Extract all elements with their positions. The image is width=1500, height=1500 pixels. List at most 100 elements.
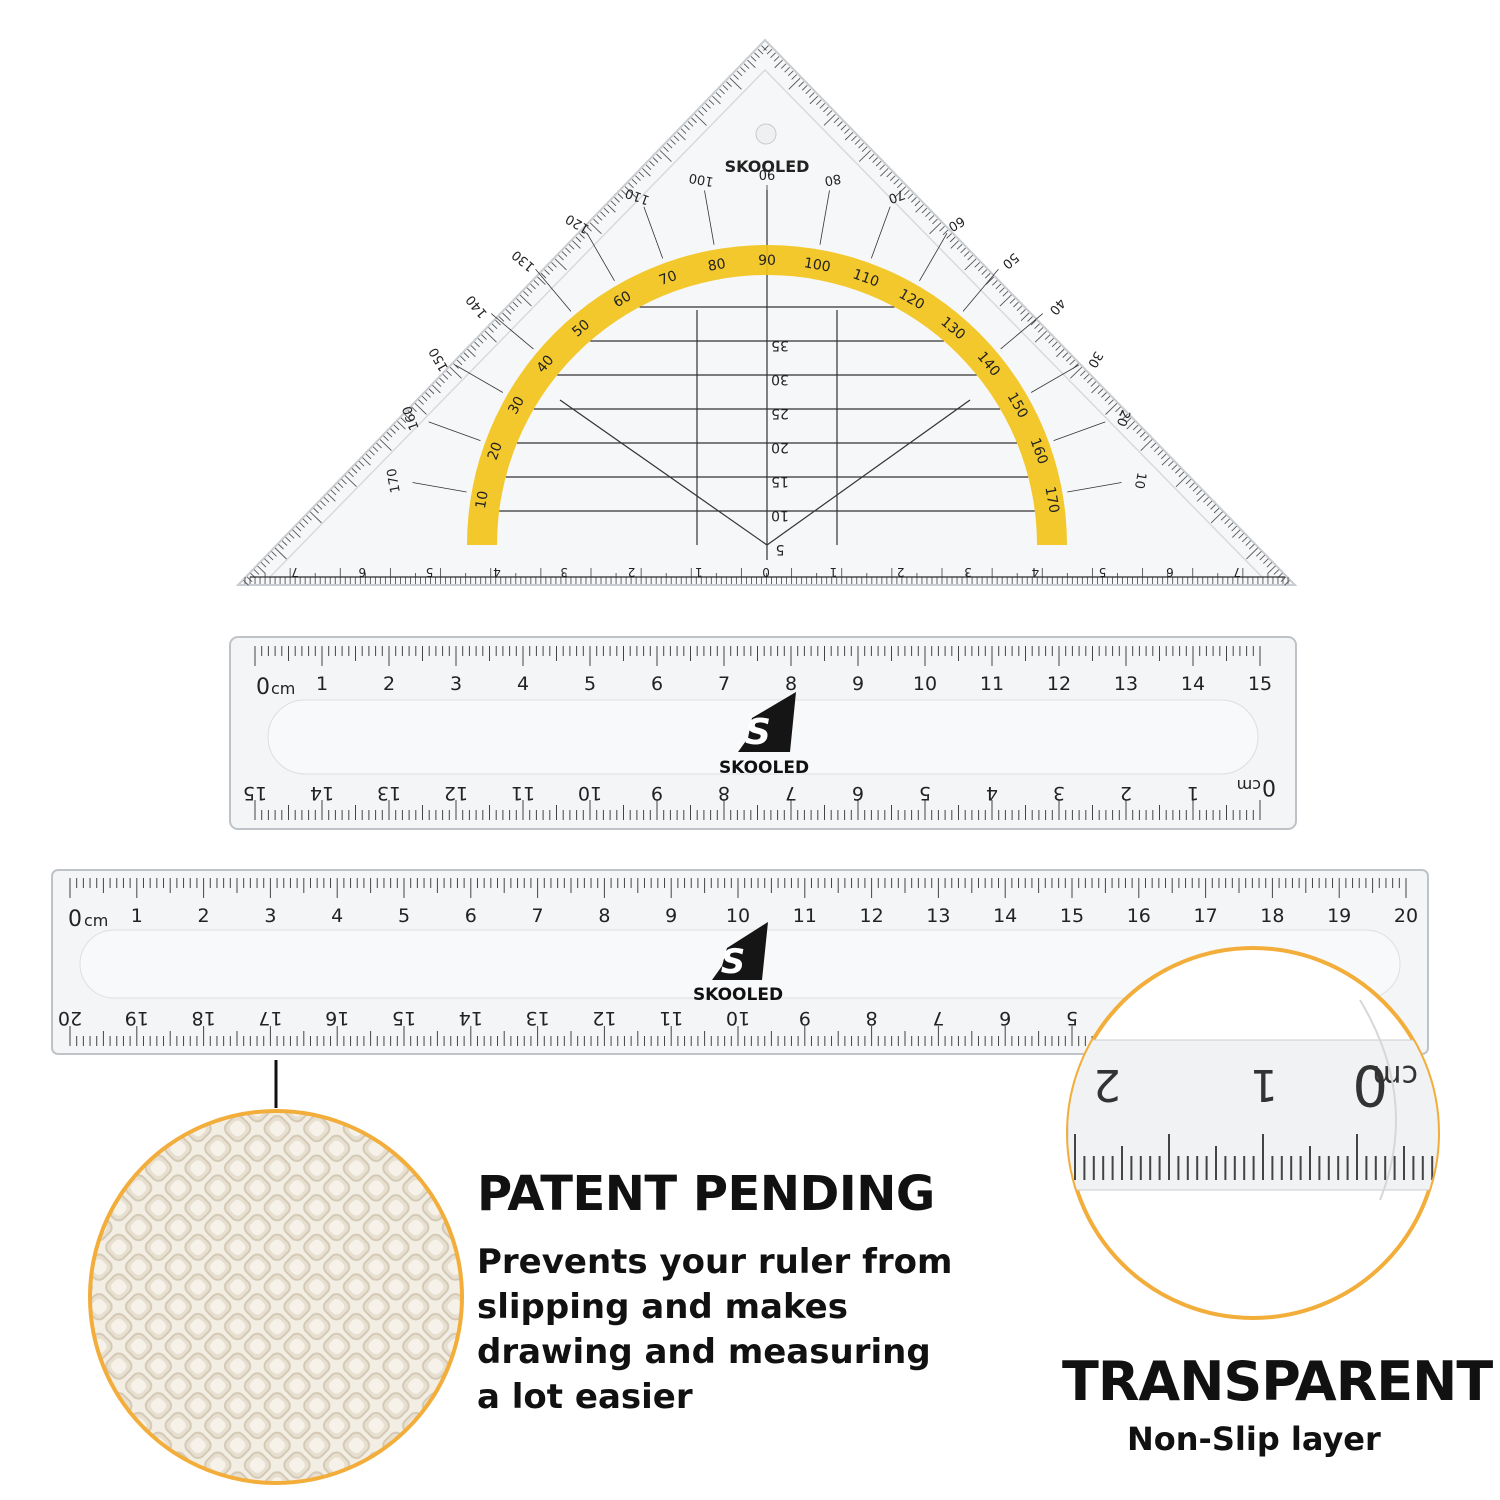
edge-tick — [460, 356, 466, 362]
ruler-number: 3 — [450, 673, 462, 695]
edge-tick — [558, 254, 564, 261]
edge-tick — [1210, 511, 1223, 524]
transparent-title: TRANSPARENT — [1062, 1350, 1493, 1413]
edge-tick — [894, 186, 907, 199]
base-label: 4 — [493, 565, 501, 579]
edge-tick — [624, 186, 637, 198]
edge-tick — [505, 309, 512, 315]
edge-tick — [281, 540, 288, 546]
svg-text:0: 0 — [1352, 1052, 1388, 1117]
edge-tick — [701, 106, 708, 113]
height-label: 30 — [771, 371, 789, 387]
ruler-number: 7 — [785, 782, 797, 804]
edge-tick — [344, 475, 357, 488]
ruler-number: 6 — [852, 782, 864, 804]
edge-tick — [977, 265, 984, 272]
ruler-number: 20 — [1394, 905, 1418, 927]
edge-tick — [1167, 460, 1174, 467]
edge-tick — [397, 421, 406, 430]
grid-line — [766, 399, 971, 546]
ruler-number: 10 — [726, 905, 750, 927]
edge-tick — [1266, 561, 1273, 568]
edge-tick — [677, 132, 686, 141]
edge-tick — [981, 269, 988, 275]
edge-tick — [1091, 384, 1100, 394]
ruler-15-zero-bottom: 0 cm — [1237, 774, 1276, 799]
edge-tick — [949, 236, 956, 243]
edge-tick — [656, 153, 662, 160]
edge-tick — [1034, 323, 1040, 330]
degree-line — [428, 421, 481, 442]
edge-tick — [1140, 439, 1153, 451]
ruler-number: 3 — [264, 905, 276, 927]
ruler-number: 1 — [131, 905, 143, 927]
protractor-label: 30 — [505, 394, 528, 417]
edge-tick — [1143, 435, 1149, 442]
ruler-number: 1 — [1187, 782, 1199, 804]
edge-tick — [1083, 374, 1090, 380]
edge-tick — [463, 352, 470, 358]
edge-tick — [628, 182, 634, 189]
patent-line: slipping and makes — [477, 1287, 848, 1327]
edge-tick — [334, 486, 340, 492]
degree-line — [586, 233, 615, 282]
ruler-number: 13 — [1114, 673, 1138, 695]
edge-tick — [1273, 569, 1280, 575]
base-label: 1 — [695, 565, 703, 579]
ruler-number: 19 — [1327, 905, 1351, 927]
degree-label: 170 — [385, 467, 404, 494]
ruler-number: 16 — [325, 1007, 349, 1029]
non-slip-texture-zoom — [88, 1109, 464, 1485]
height-label: 25 — [771, 405, 789, 421]
ruler-number: 14 — [310, 782, 334, 804]
edge-tick — [925, 211, 931, 218]
edge-tick — [1016, 305, 1023, 311]
degree-label: 30 — [1084, 348, 1105, 370]
edge-tick — [833, 117, 840, 124]
degree-label: 20 — [1113, 408, 1133, 429]
edge-tick — [1030, 319, 1037, 326]
degree-label: 70 — [886, 186, 907, 206]
edge-tick — [551, 262, 557, 268]
edge-tick — [798, 81, 805, 87]
edge-tick — [537, 276, 546, 285]
ruler-number: 7 — [932, 1007, 944, 1029]
edge-tick — [586, 225, 592, 232]
ruler-number: 2 — [1120, 782, 1132, 804]
degree-line — [412, 482, 467, 493]
edge-tick — [837, 121, 843, 127]
zoom-ticks — [1074, 1134, 1434, 1180]
edge-tick — [484, 330, 497, 343]
edge-tick — [1132, 424, 1139, 431]
edge-tick — [393, 424, 400, 431]
edge-tick — [512, 301, 519, 308]
edge-tick — [1245, 540, 1252, 546]
edge-tick — [914, 200, 921, 207]
edge-tick — [369, 449, 375, 456]
ruler-20-zero: 0 — [68, 907, 82, 932]
edge-tick — [1160, 453, 1167, 460]
edge-tick — [805, 88, 812, 95]
edge-tick — [999, 287, 1005, 293]
edge-tick — [544, 269, 550, 275]
degree-line — [1053, 421, 1106, 442]
edge-tick — [698, 110, 704, 116]
edge-tick — [787, 70, 794, 77]
edge-tick — [414, 403, 427, 415]
edge-tick — [763, 45, 769, 51]
ruler-number: 15 — [392, 1007, 416, 1029]
edge-tick — [579, 233, 585, 239]
degree-label: 40 — [1046, 295, 1068, 317]
edge-tick — [666, 142, 673, 149]
edge-tick — [889, 175, 896, 181]
edge-tick — [649, 160, 655, 167]
ruler-number: 1 — [316, 673, 328, 695]
edge-tick — [1079, 370, 1086, 377]
ruler-number: 11 — [511, 782, 535, 804]
ruler-number: 9 — [651, 782, 663, 804]
edge-tick — [365, 453, 372, 460]
edge-tick — [942, 229, 949, 236]
ruler-number: 13 — [926, 905, 950, 927]
edge-tick — [1108, 399, 1114, 405]
transparent-zoom: 2 1 0 cm — [1066, 946, 1440, 1320]
